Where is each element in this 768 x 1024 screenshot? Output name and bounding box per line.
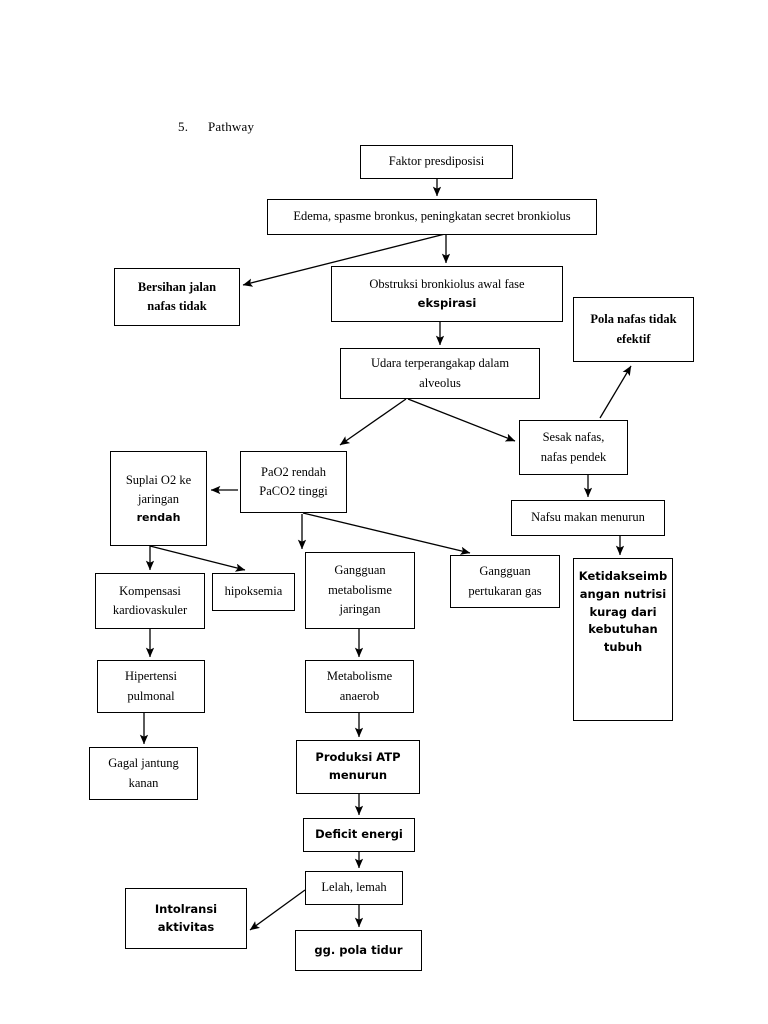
node-suplai-line-1: jaringan	[138, 491, 179, 506]
node-pola_nafas[interactable]: Pola nafas tidak efektif	[573, 297, 694, 362]
node-metab_anaerob[interactable]: Metabolisme anaerob	[305, 660, 414, 713]
node-lelah[interactable]: Lelah, lemah	[305, 871, 403, 905]
node-gg_pola_tidur-line-0: gg. pola tidur	[314, 942, 403, 957]
node-ketidakseimb-line-2: kurag dari	[589, 604, 657, 619]
node-hipertensi-line-1: pulmonal	[127, 688, 175, 703]
node-produksi_atp-line-0: Produksi ATP	[315, 750, 401, 765]
node-produksi_atp[interactable]: Produksi ATP menurun	[296, 740, 420, 794]
node-hipertensi-line-0: Hipertensi	[124, 669, 178, 684]
node-nafsu-line-0: Nafsu makan menurun	[531, 510, 645, 525]
node-ketidakseimb-line-1: angan nutrisi	[579, 586, 667, 601]
node-pao2-line-0: PaO2 rendah	[261, 464, 326, 479]
node-ketidakseimb[interactable]: Ketidakseimb angan nutrisi kurag dari kebut…	[573, 558, 673, 721]
node-udara[interactable]: Udara terperangakap dalam alveolus	[340, 348, 540, 399]
node-bersihan-line-1: nafas tidak	[147, 299, 207, 313]
node-obstruksi-line-1: ekspirasi	[417, 295, 477, 310]
node-ketidakseimb-line-4: tubuh	[603, 640, 643, 655]
node-gangguan_metab[interactable]: Gangguan metabolisme jaringan	[305, 552, 415, 629]
node-ketidakseimb-line-3: kebutuhan	[588, 622, 658, 637]
node-metab_anaerob-line-0: Metabolisme	[326, 669, 393, 684]
node-produksi_atp-line-1: menurun	[328, 768, 388, 782]
node-obstruksi[interactable]: Obstruksi bronkiolus awal fase ekspirasi	[331, 266, 563, 322]
node-nafsu[interactable]: Nafsu makan menurun	[511, 500, 665, 536]
edge-udara-to-sesak	[407, 398, 516, 442]
node-kompensasi-line-0: Kompensasi	[119, 583, 181, 598]
node-gangguan_metab-line-0: Gangguan	[334, 563, 386, 578]
edge-pao2-to-gangguan_gas	[302, 512, 471, 555]
node-intolransi-line-0: Intolransi	[154, 901, 218, 916]
node-udara-line-0: Udara terperangakap dalam	[370, 356, 510, 371]
node-suplai[interactable]: Suplai O2 ke jaringan rendah	[110, 451, 207, 546]
node-kompensasi[interactable]: Kompensasi kardiovaskuler	[95, 573, 205, 629]
edge-sesak-to-pola_nafas	[599, 365, 632, 419]
node-gagal_jantung-line-0: Gagal jantung	[108, 756, 179, 771]
node-metab_anaerob-line-1: anaerob	[339, 688, 380, 703]
node-gangguan_gas-line-0: Gangguan	[479, 564, 531, 579]
node-intolransi-line-1: aktivitas	[157, 919, 215, 934]
node-edema[interactable]: Edema, spasme bronkus, peningkatan secre…	[267, 199, 597, 235]
node-faktor[interactable]: Faktor presdiposisi	[360, 145, 513, 179]
node-gangguan_metab-line-1: metabolisme	[328, 582, 392, 597]
node-bersihan-line-0: Bersihan jalan	[137, 279, 217, 294]
node-sesak[interactable]: Sesak nafas, nafas pendek	[519, 420, 628, 475]
node-edema-line-0: Edema, spasme bronkus, peningkatan secre…	[293, 209, 571, 224]
node-hipoksemia[interactable]: hipoksemia	[212, 573, 295, 611]
node-gagal_jantung-line-1: kanan	[128, 775, 159, 790]
node-gangguan_metab-line-2: jaringan	[339, 602, 381, 617]
node-sesak-line-1: nafas pendek	[540, 449, 607, 464]
node-lelah-line-0: Lelah, lemah	[321, 880, 387, 895]
node-obstruksi-line-0: Obstruksi bronkiolus awal fase	[369, 277, 525, 292]
node-udara-line-1: alveolus	[419, 375, 461, 390]
node-hipertensi[interactable]: Hipertensi pulmonal	[97, 660, 205, 713]
node-gangguan_gas-line-1: pertukaran gas	[468, 583, 542, 598]
node-faktor-line-0: Faktor presdiposisi	[388, 154, 485, 169]
node-pao2-line-1: PaCO2 tinggi	[259, 484, 328, 498]
node-bersihan[interactable]: Bersihan jalan nafas tidak	[114, 268, 240, 326]
edge-suplai-to-hipoksemia	[149, 545, 246, 572]
node-intolransi[interactable]: Intolransi aktivitas	[125, 888, 247, 949]
node-kompensasi-line-1: kardiovaskuler	[112, 603, 188, 617]
node-gagal_jantung[interactable]: Gagal jantung kanan	[89, 747, 198, 800]
node-gg_pola_tidur[interactable]: gg. pola tidur	[295, 930, 422, 971]
edge-udara-to-pao2	[339, 398, 407, 446]
node-pola_nafas-line-1: efektif	[616, 331, 651, 346]
node-gangguan_gas[interactable]: Gangguan pertukaran gas	[450, 555, 560, 608]
edge-lelah-to-intolransi	[249, 889, 306, 931]
node-hipoksemia-line-0: hipoksemia	[224, 584, 283, 599]
node-pola_nafas-line-0: Pola nafas tidak	[590, 312, 677, 327]
heading-label: Pathway	[208, 119, 255, 134]
heading-number: 5.	[178, 119, 189, 134]
node-suplai-line-0: Suplai O2 ke	[125, 472, 192, 487]
node-deficit-line-0: Deficit energi	[315, 827, 403, 842]
node-deficit[interactable]: Deficit energi	[303, 818, 415, 852]
node-sesak-line-0: Sesak nafas,	[542, 430, 605, 445]
node-suplai-line-2: rendah	[136, 511, 181, 525]
node-ketidakseimb-line-0: Ketidakseimb	[578, 569, 668, 583]
